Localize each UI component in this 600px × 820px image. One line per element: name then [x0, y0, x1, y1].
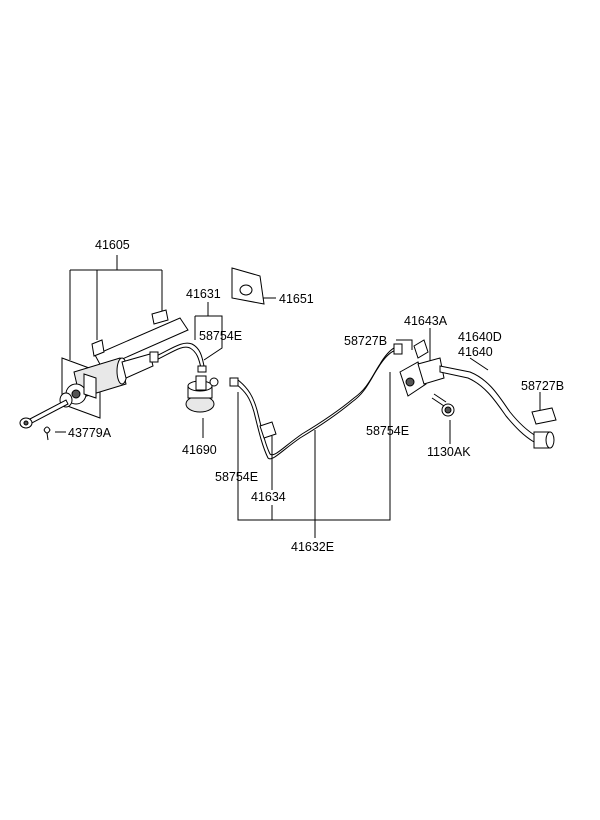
leader-lines [55, 255, 541, 538]
clutch-hose-part [439, 365, 557, 449]
part-labels: 41605 41631 41651 58754E 43779A 41690 58… [68, 238, 564, 554]
label-41640d: 41640D [458, 330, 502, 344]
label-58754e-upper: 58754E [199, 329, 242, 343]
label-58754e-right: 58754E [366, 424, 409, 438]
label-41631: 41631 [186, 287, 221, 301]
label-41690: 41690 [182, 443, 217, 457]
label-41651: 41651 [279, 292, 314, 306]
label-41643a: 41643A [404, 314, 448, 328]
label-41605: 41605 [95, 238, 130, 252]
reservoir-gasket-part [231, 267, 265, 305]
master-cylinder-tube [149, 342, 207, 373]
label-41640: 41640 [458, 345, 493, 359]
connector-bracket-part [399, 339, 445, 397]
clevis-pin-part [43, 426, 51, 441]
clutch-damper-part [185, 375, 219, 413]
label-58754e-lower: 58754E [215, 470, 258, 484]
label-58727b-left: 58727B [344, 334, 387, 348]
label-43779a: 43779A [68, 426, 112, 440]
label-1130ak: 1130AK [427, 445, 471, 459]
bolt-part [431, 393, 455, 417]
clutch-tube-part [229, 343, 403, 460]
label-58727b-right: 58727B [521, 379, 564, 393]
master-cylinder-assembly [19, 309, 189, 429]
label-41632e: 41632E [291, 540, 334, 554]
label-41634: 41634 [251, 490, 286, 504]
